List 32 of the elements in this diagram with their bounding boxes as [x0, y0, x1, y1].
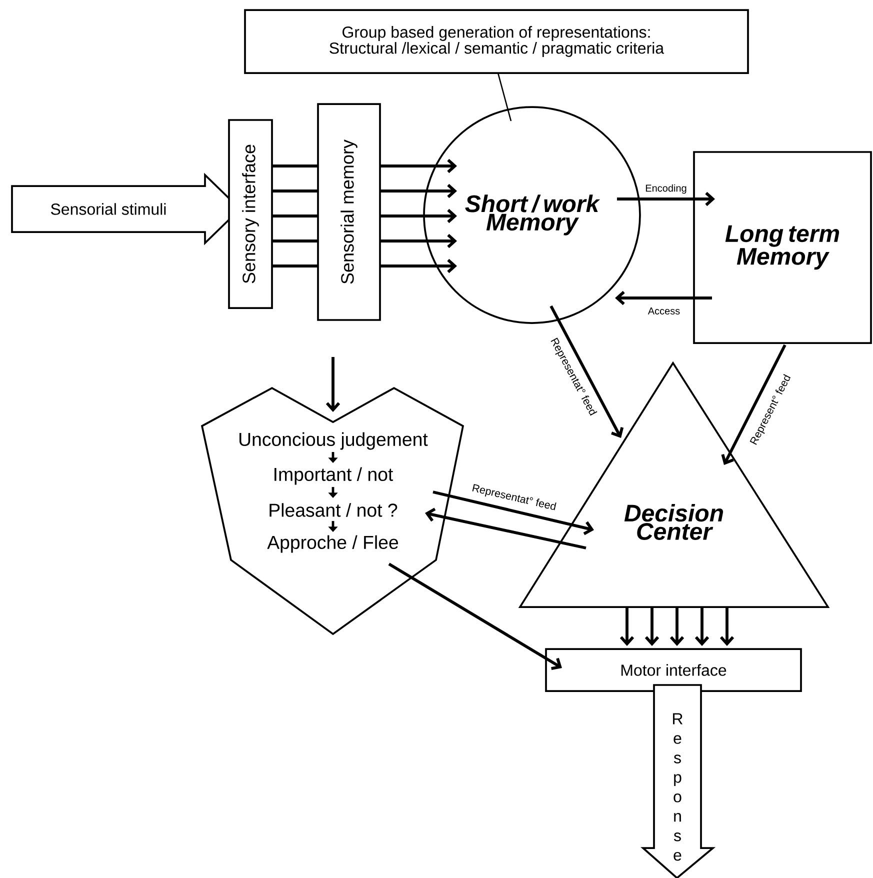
interface-box: Motor interface [545, 648, 802, 692]
arrow [694, 607, 710, 646]
arrow [380, 258, 457, 274]
arrow [644, 607, 660, 646]
arrow [720, 607, 734, 646]
arrow [380, 208, 457, 224]
edge-label: Access [646, 306, 682, 316]
node-label: Response [673, 713, 683, 861]
arrow [380, 184, 457, 198]
arrow [380, 234, 457, 248]
memory-box: Sensorial memory [317, 103, 381, 321]
arrow [721, 344, 786, 466]
arrow [620, 607, 634, 646]
arrow [326, 357, 340, 412]
arrow [615, 290, 712, 306]
arrow [425, 508, 586, 550]
arrow [670, 607, 684, 646]
arrow [550, 305, 624, 438]
connector-line [272, 164, 318, 168]
connector-line [272, 264, 318, 268]
interface-box: Sensory interface [228, 119, 273, 309]
arrow [380, 158, 457, 174]
arrow [617, 192, 715, 206]
title-box: Group based generation of representations: Structural /lexical / semantic / pragmatic criteria [244, 9, 749, 74]
memory-box: Long term Memory [693, 151, 872, 344]
connector-line [272, 214, 318, 218]
connector-line [272, 190, 318, 192]
connector-line [272, 240, 318, 242]
edge-label: Encoding [644, 183, 688, 195]
arrow [388, 562, 562, 670]
arrow [432, 490, 594, 536]
leader-line [497, 72, 512, 122]
